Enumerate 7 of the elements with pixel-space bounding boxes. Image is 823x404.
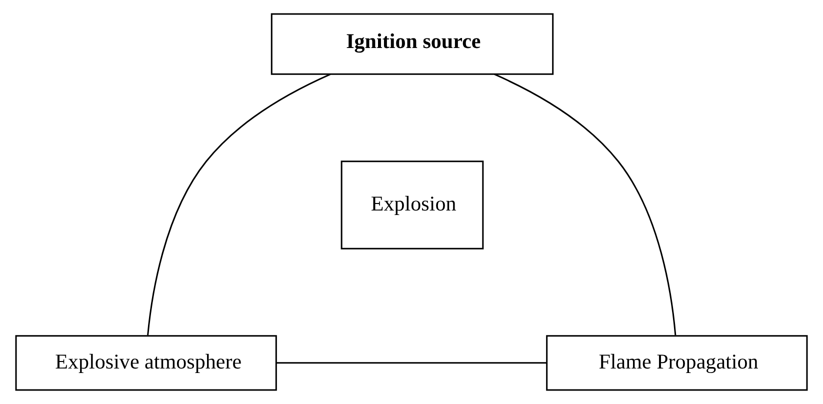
node-box: Ignition source (270, 13, 554, 75)
connector (276, 362, 547, 364)
connector (147, 74, 331, 336)
node-box: Explosive atmosphere (15, 335, 277, 391)
node-box: Explosion (340, 160, 484, 250)
connector (494, 74, 676, 336)
node-box: Flame Propagation (546, 335, 808, 391)
